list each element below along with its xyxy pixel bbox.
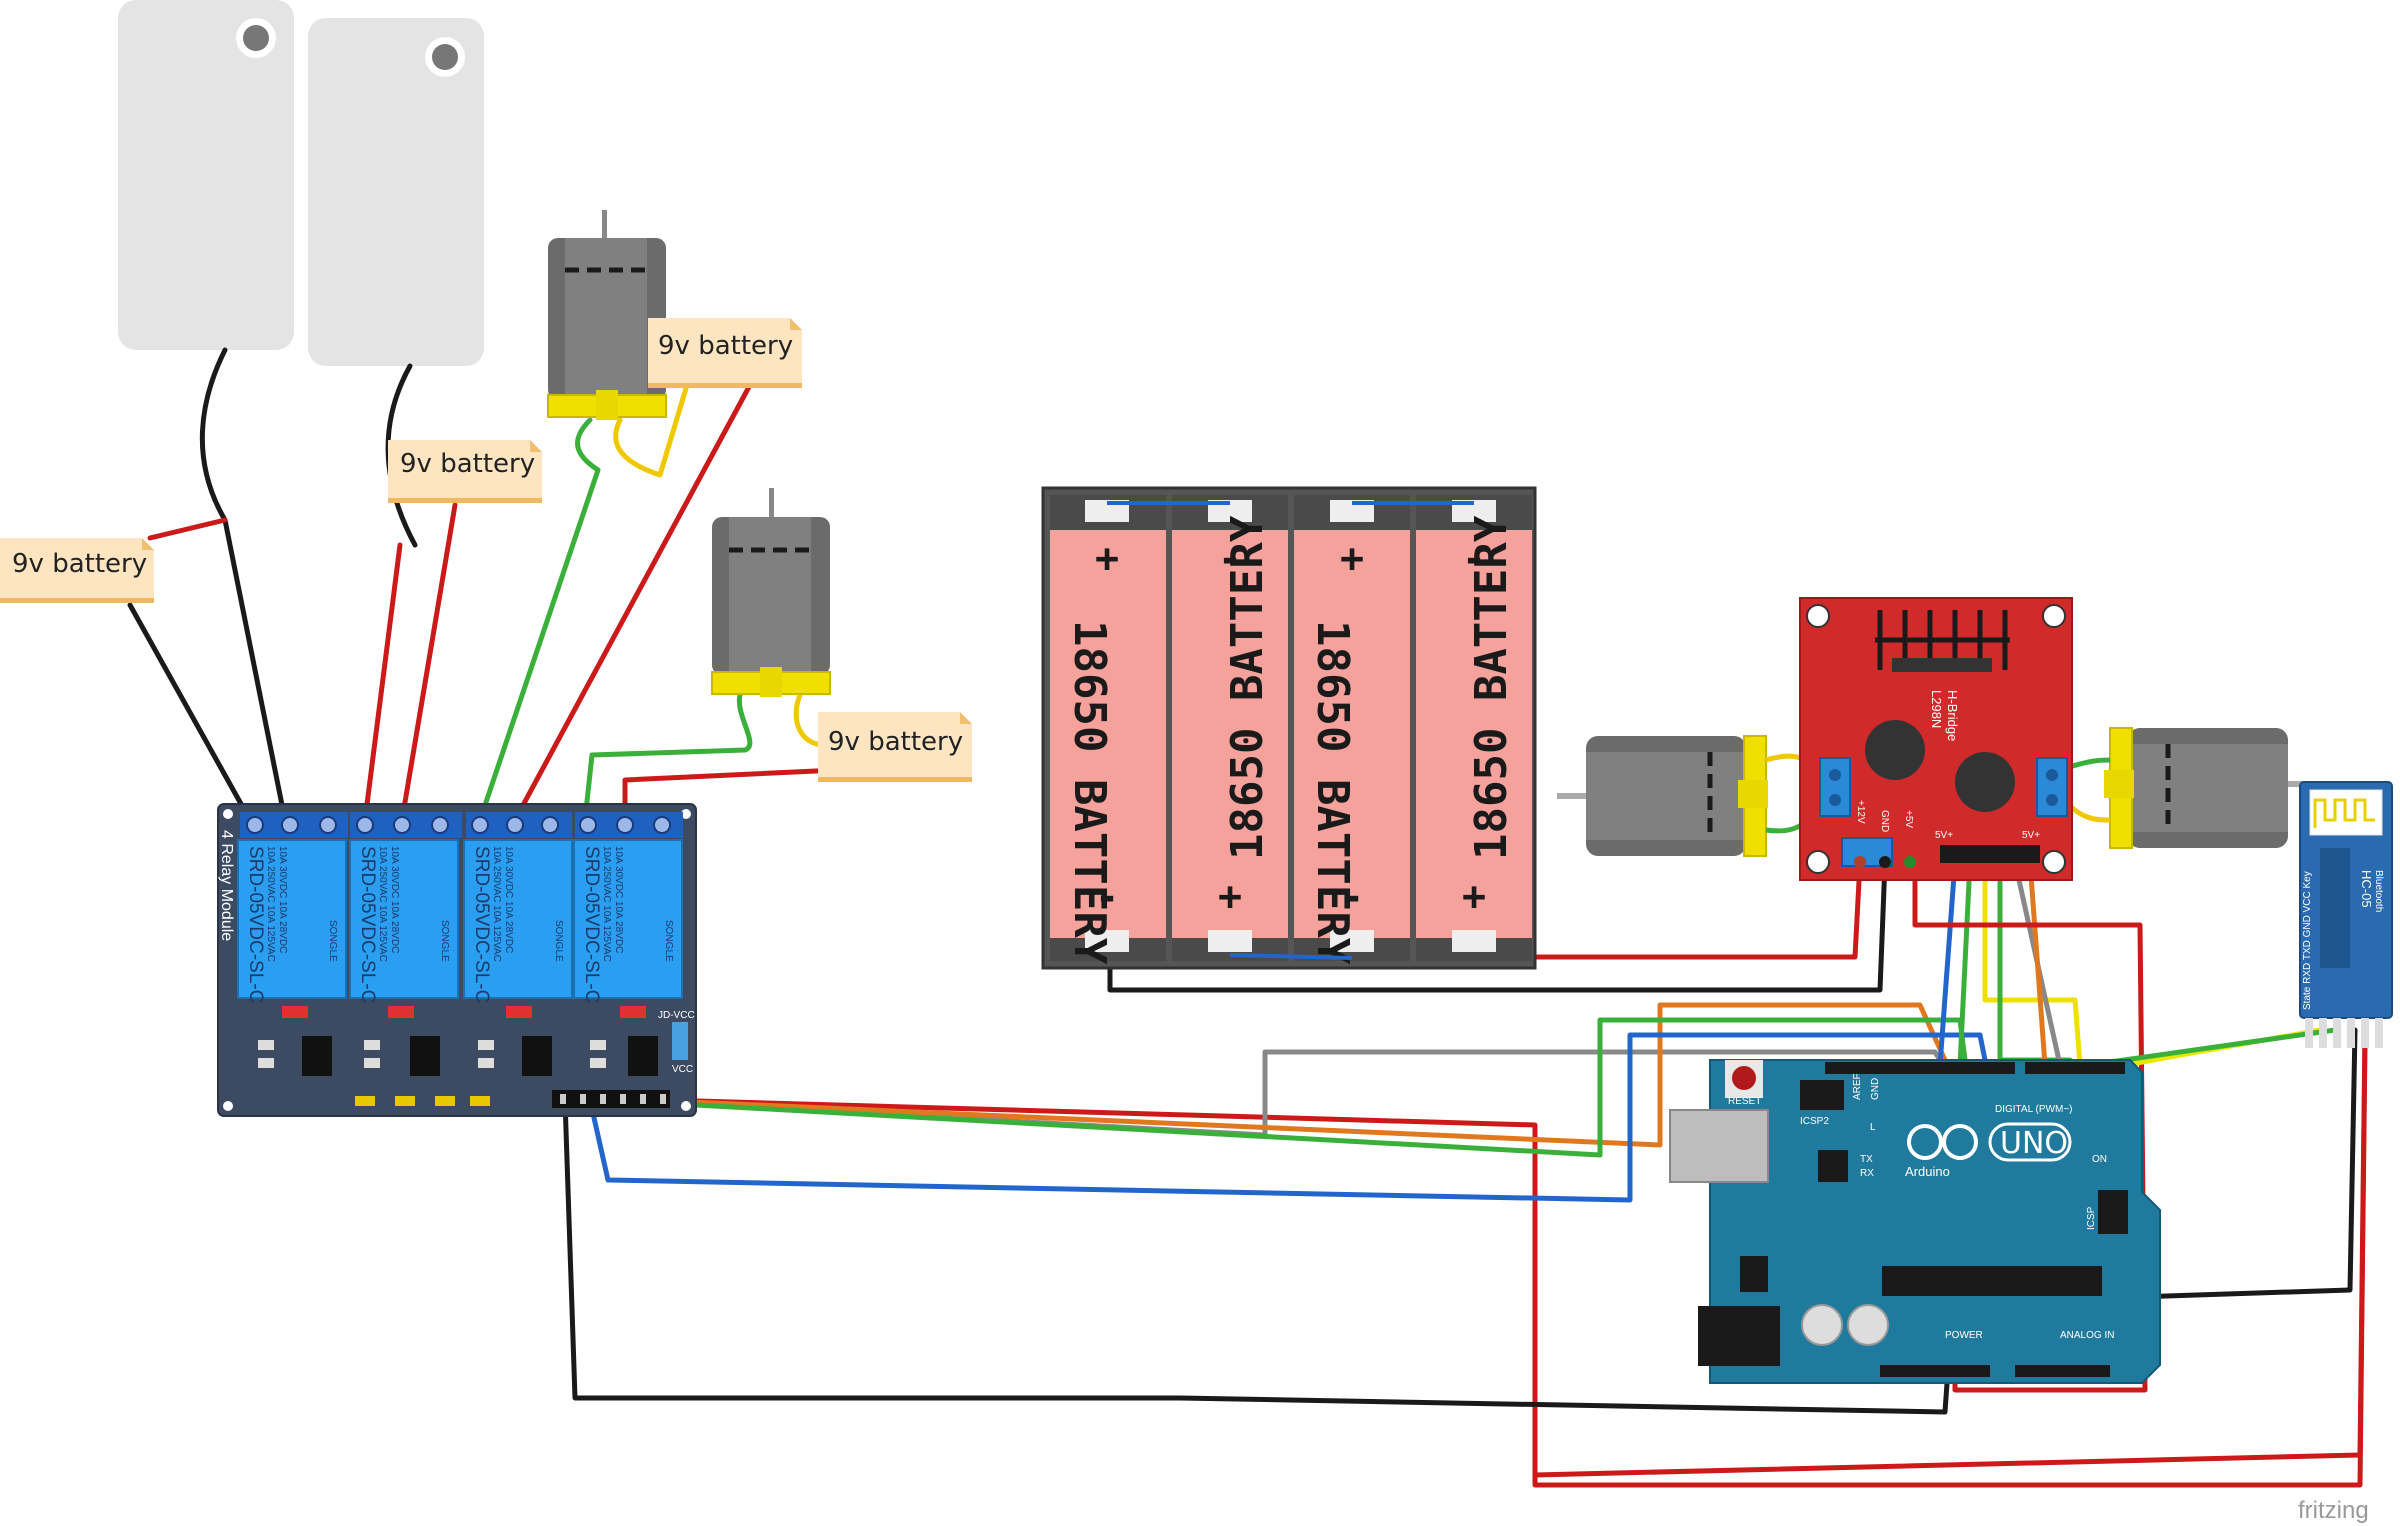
note-label: 9v battery xyxy=(12,549,147,579)
arduino-rx: RX xyxy=(1860,1168,1874,1179)
arduino-power: POWER xyxy=(1945,1330,1983,1341)
switch-pad-2 xyxy=(308,18,484,366)
note-9v-battery-1: 9v battery xyxy=(0,538,154,603)
arduino-logo: UNO Arduino xyxy=(1905,1122,2072,1179)
arduino-brand: Arduino xyxy=(1905,1164,1950,1179)
battery-label: 18650 BATTERY xyxy=(1064,620,1115,965)
svg-text:SRD-05VDC-SL-C: SRD-05VDC-SL-C xyxy=(581,846,602,1003)
bt-pins: State RXD TXD GND VCC Key xyxy=(2302,871,2313,1010)
note-9v-battery-3: 9v battery xyxy=(648,318,802,388)
hbridge-pin-gnd: GND xyxy=(1879,810,1890,832)
battery-cell-4: - + 18650 BATTERY xyxy=(1416,495,1532,961)
dc-motor-1 xyxy=(547,210,667,420)
hbridge-subtitle: H-Bridge xyxy=(1945,690,1960,741)
battery-label: 18650 BATTERY xyxy=(1222,515,1273,860)
arduino-gnd: GND xyxy=(1870,1078,1881,1100)
relay-terminals xyxy=(240,812,683,838)
bt-sub: Bluetooth xyxy=(2373,870,2384,912)
svg-text:-: - xyxy=(1095,874,1119,920)
hbridge-title: L298N xyxy=(1929,690,1944,728)
svg-text:SRD-05VDC-SL-C: SRD-05VDC-SL-C xyxy=(357,846,378,1003)
battery-pack: + - 18650 BATTERY - + 18650 BATTERY + - … xyxy=(1041,486,1537,970)
relay-2: SRD-05VDC-SL-C 10A 250VAC 10A 125VAC 10A… xyxy=(349,839,459,1003)
hc05-bluetooth-module: HC-05 Bluetooth State RXD TXD GND VCC Ke… xyxy=(2299,781,2393,1048)
relay-3: SRD-05VDC-SL-C 10A 250VAC 10A 125VAC 10A… xyxy=(463,839,573,1003)
arduino-icsp: ICSP xyxy=(2086,1206,2097,1230)
hbridge-pin-12v: +12V xyxy=(1855,800,1866,824)
arduino-on: ON xyxy=(2092,1154,2107,1165)
arduino-reset: RESET xyxy=(1728,1096,1761,1107)
svg-text:+: + xyxy=(1218,874,1242,920)
svg-text:SONGLE: SONGLE xyxy=(553,920,564,962)
arduino-aref: AREF xyxy=(1852,1073,1863,1100)
l298n-hbridge: L298N H-Bridge +12V GND +5V 5V+ 5V+ xyxy=(1799,597,2073,881)
svg-text:SONGLE: SONGLE xyxy=(327,920,338,962)
svg-text:10A 250VAC 10A 125VAC: 10A 250VAC 10A 125VAC xyxy=(491,846,502,962)
note-label: 9v battery xyxy=(658,331,793,361)
hbridge-pin-5v: +5V xyxy=(1903,810,1914,828)
arduino-analog: ANALOG IN xyxy=(2060,1330,2114,1341)
arduino-icsp2: ICSP2 xyxy=(1800,1116,1829,1127)
svg-text:SRD-05VDC-SL-C: SRD-05VDC-SL-C xyxy=(245,846,266,1003)
dc-motor-4 xyxy=(2104,727,2316,849)
battery-cell-2: - + 18650 BATTERY xyxy=(1172,495,1288,961)
svg-text:SRD-05VDC-SL-C: SRD-05VDC-SL-C xyxy=(471,846,492,1003)
relay-module-label: 4 Relay Module xyxy=(218,830,235,941)
svg-text:10A 250VAC 10A 125VAC: 10A 250VAC 10A 125VAC xyxy=(265,846,276,962)
battery-cell-1: + - 18650 BATTERY xyxy=(1050,495,1166,965)
relay-4: SRD-05VDC-SL-C 10A 250VAC 10A 125VAC 10A… xyxy=(573,839,683,1003)
battery-cell-3: + - 18650 BATTERY xyxy=(1294,495,1410,965)
dc-motor-3 xyxy=(1557,735,1768,857)
svg-text:+: + xyxy=(1462,874,1486,920)
arduino-uno-label: UNO xyxy=(2000,1126,2068,1161)
svg-text:10A 30VDC 10A 28VDC: 10A 30VDC 10A 28VDC xyxy=(613,846,624,953)
svg-text:10A 30VDC 10A 28VDC: 10A 30VDC 10A 28VDC xyxy=(503,846,514,953)
four-relay-module: 4 Relay Module SRD-05VDC-SL-C 10A 250VAC… xyxy=(217,803,697,1117)
svg-text:10A 250VAC 10A 125VAC: 10A 250VAC 10A 125VAC xyxy=(377,846,388,962)
arduino-l: L xyxy=(1870,1122,1876,1133)
vcc-label: VCC xyxy=(672,1064,693,1075)
wires xyxy=(127,347,2368,1488)
battery-label: 18650 BATTERY xyxy=(1466,515,1517,860)
svg-text:10A 30VDC 10A 28VDC: 10A 30VDC 10A 28VDC xyxy=(389,846,400,953)
switch-pad-1 xyxy=(118,0,294,350)
note-9v-battery-4: 9v battery xyxy=(818,712,972,782)
svg-text:-: - xyxy=(1218,536,1242,582)
fritzing-watermark: fritzing xyxy=(2298,1497,2369,1524)
hbridge-en-a: 5V+ xyxy=(1935,830,1953,841)
arduino-tx: TX xyxy=(1860,1154,1873,1165)
svg-text:+: + xyxy=(1095,536,1119,582)
svg-text:-: - xyxy=(1340,874,1364,920)
relay-1: SRD-05VDC-SL-C 10A 250VAC 10A 125VAC 10A… xyxy=(237,839,347,1003)
svg-text:+: + xyxy=(1340,536,1364,582)
bt-model: HC-05 xyxy=(2359,870,2374,908)
jd-vcc-label: JD-VCC xyxy=(658,1010,695,1021)
hbridge-en-b: 5V+ xyxy=(2022,830,2040,841)
arduino-digital: DIGITAL (PWM~) xyxy=(1995,1104,2073,1115)
note-label: 9v battery xyxy=(400,449,535,479)
svg-text:10A 250VAC 10A 125VAC: 10A 250VAC 10A 125VAC xyxy=(601,846,612,962)
svg-text:SONGLE: SONGLE xyxy=(663,920,674,962)
dc-motor-2 xyxy=(711,488,831,697)
battery-label: 18650 BATTERY xyxy=(1307,620,1358,965)
svg-text:10A 30VDC 10A 28VDC: 10A 30VDC 10A 28VDC xyxy=(277,846,288,953)
svg-text:SONGLE: SONGLE xyxy=(439,920,450,962)
note-label: 9v battery xyxy=(828,727,963,757)
svg-text:-: - xyxy=(1462,536,1486,582)
note-9v-battery-2: 9v battery xyxy=(388,440,542,503)
arduino-uno: RESET DIGITAL (PWM~) ANALOG IN POWER ARE… xyxy=(1669,1059,2161,1384)
